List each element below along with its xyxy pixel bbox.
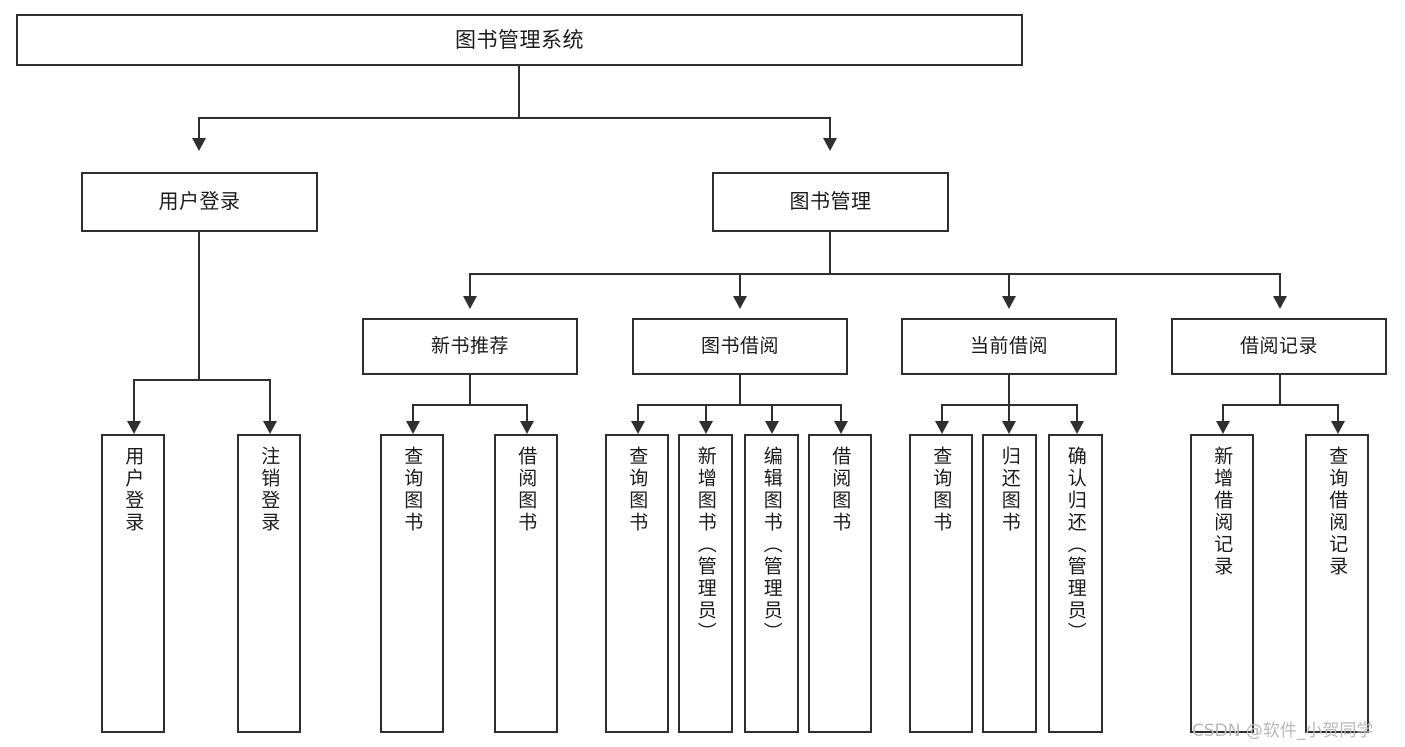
node-label: 用户登录 (158, 189, 241, 214)
leaf-add-borrow-record[interactable]: 新增借阅记录 (1190, 434, 1254, 733)
connector-root-drop-1 (198, 117, 200, 140)
connector-current-borrow-stem (1008, 375, 1010, 405)
connector-borrow-record-drop-1 (1222, 404, 1224, 423)
leaf-query-book-recommend[interactable]: 查询图书 (380, 434, 444, 733)
node-label: 借阅记录 (1239, 335, 1318, 358)
arrow-to-book-manage (823, 138, 837, 151)
connector-book-borrow-drop-2 (705, 404, 707, 423)
arrow-to-leaf-query-book-1 (406, 421, 420, 434)
node-borrow-record[interactable]: 借阅记录 (1171, 318, 1387, 375)
connector-book-manage-drop-3 (1008, 273, 1010, 298)
node-label: 当前借阅 (969, 335, 1048, 358)
connector-borrow-record-drop-2 (1337, 404, 1339, 423)
node-label: 确认归还（管理员） (1064, 446, 1087, 644)
arrow-to-borrow-record (1273, 296, 1287, 309)
connector-user-login-stem (198, 232, 200, 380)
arrow-to-leaf-query-book-2 (631, 421, 645, 434)
connector-book-borrow-stem (739, 375, 741, 405)
node-label: 注销登录 (258, 446, 281, 534)
leaf-add-book-admin[interactable]: 新增图书（管理员） (678, 434, 733, 733)
arrow-to-user-login (192, 138, 206, 151)
node-root-system[interactable]: 图书管理系统 (16, 14, 1023, 66)
node-user-login[interactable]: 用户登录 (81, 172, 318, 232)
connector-root-stem (518, 66, 520, 118)
node-label: 借阅图书 (515, 446, 538, 534)
arrow-to-leaf-borrow-book-2 (834, 421, 848, 434)
arrow-to-leaf-return-book (1002, 421, 1016, 434)
node-label: 新增图书（管理员） (694, 446, 717, 644)
connector-user-login-bus (133, 379, 270, 381)
node-label: 新书推荐 (430, 335, 509, 358)
node-book-borrow[interactable]: 图书借阅 (632, 318, 848, 375)
node-label: 编辑图书（管理员） (760, 446, 783, 644)
connector-new-book-stem (469, 375, 471, 405)
arrow-to-leaf-add-book (699, 421, 713, 434)
connector-user-login-drop-1 (133, 379, 135, 423)
arrow-to-leaf-edit-book (765, 421, 779, 434)
leaf-borrow-book[interactable]: 借阅图书 (808, 434, 872, 733)
arrow-to-leaf-user-login (127, 421, 141, 434)
connector-new-book-bus (412, 404, 528, 406)
node-label: 查询图书 (626, 446, 649, 534)
node-label: 新增借阅记录 (1211, 446, 1234, 578)
connector-root-drop-2 (829, 117, 831, 140)
connector-book-borrow-bus (637, 404, 841, 406)
arrow-to-book-borrow (733, 296, 747, 309)
connector-borrow-record-bus (1222, 404, 1339, 406)
leaf-borrow-book-recommend[interactable]: 借阅图书 (494, 434, 558, 733)
node-book-manage[interactable]: 图书管理 (712, 172, 949, 232)
connector-book-manage-drop-2 (739, 273, 741, 298)
leaf-return-book[interactable]: 归还图书 (982, 434, 1037, 733)
node-label: 查询图书 (401, 446, 424, 534)
arrow-to-leaf-add-record (1216, 421, 1230, 434)
connector-new-book-drop-1 (412, 404, 414, 423)
connector-book-borrow-drop-1 (637, 404, 639, 423)
connector-current-borrow-drop-1 (941, 404, 943, 423)
arrow-to-current-borrow (1002, 296, 1016, 309)
arrow-to-leaf-query-book-3 (935, 421, 949, 434)
watermark-text: CSDN @软件_小贺同学 (1192, 721, 1374, 741)
connector-book-manage-stem (829, 232, 831, 274)
connector-current-borrow-drop-3 (1076, 404, 1078, 423)
connector-root-bus (198, 117, 830, 119)
node-label: 用户登录 (122, 446, 145, 534)
node-label: 查询借阅记录 (1326, 446, 1349, 578)
node-label: 图书管理系统 (455, 27, 584, 52)
connector-borrow-record-stem (1279, 375, 1281, 405)
arrow-to-leaf-logout (263, 421, 277, 434)
node-label: 图书借阅 (700, 335, 779, 358)
node-label: 图书管理 (789, 189, 872, 214)
leaf-logout[interactable]: 注销登录 (237, 434, 301, 733)
connector-book-manage-drop-4 (1279, 273, 1281, 298)
connector-book-manage-bus (469, 273, 1280, 275)
arrow-to-new-book-recommend (463, 296, 477, 309)
leaf-edit-book-admin[interactable]: 编辑图书（管理员） (744, 434, 799, 733)
arrow-to-leaf-query-record (1331, 421, 1345, 434)
leaf-user-login[interactable]: 用户登录 (101, 434, 165, 733)
connector-user-login-drop-2 (269, 379, 271, 423)
leaf-confirm-return-admin[interactable]: 确认归还（管理员） (1048, 434, 1103, 733)
connector-book-borrow-drop-4 (840, 404, 842, 423)
leaf-query-book-current[interactable]: 查询图书 (909, 434, 973, 733)
arrow-to-leaf-confirm-return (1070, 421, 1084, 434)
node-current-borrow[interactable]: 当前借阅 (901, 318, 1117, 375)
node-label: 归还图书 (998, 446, 1021, 534)
node-label: 借阅图书 (829, 446, 852, 534)
connector-new-book-drop-2 (526, 404, 528, 423)
connector-book-borrow-drop-3 (771, 404, 773, 423)
leaf-query-borrow-record[interactable]: 查询借阅记录 (1305, 434, 1369, 733)
node-label: 查询图书 (930, 446, 953, 534)
leaf-query-book-borrow[interactable]: 查询图书 (605, 434, 669, 733)
connector-current-borrow-drop-2 (1008, 404, 1010, 423)
connector-book-manage-drop-1 (469, 273, 471, 298)
arrow-to-leaf-borrow-book-1 (520, 421, 534, 434)
node-new-book-recommend[interactable]: 新书推荐 (362, 318, 578, 375)
